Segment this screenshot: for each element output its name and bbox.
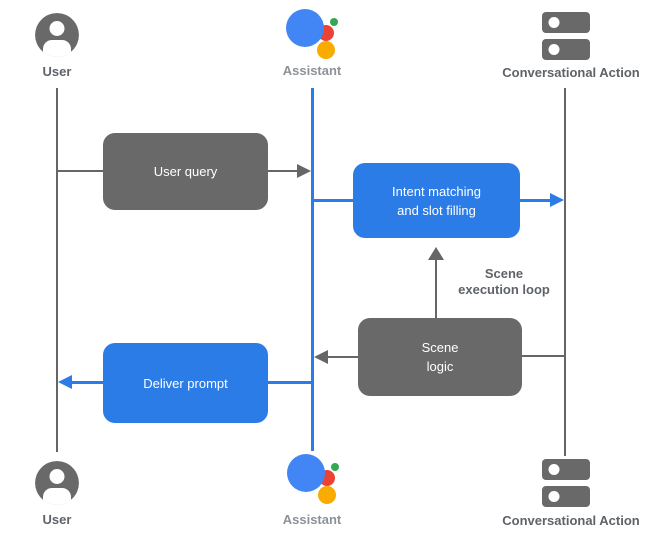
actor-label-assistant-top: Assistant bbox=[282, 63, 342, 78]
connector-user-to-user-query bbox=[57, 170, 103, 172]
deliver-prompt-label: Deliver prompt bbox=[143, 375, 228, 391]
connector-assistant-to-intent bbox=[314, 199, 353, 202]
actor-label-user-bottom: User bbox=[42, 512, 72, 527]
user-query-box: User query bbox=[103, 133, 268, 210]
server-icon bbox=[542, 12, 590, 60]
scene-execution-loop-line1: Scene bbox=[484, 266, 524, 281]
connector-user-query-to-assistant bbox=[268, 170, 299, 172]
intent-matching-label-line2: and slot filling bbox=[397, 202, 476, 218]
arrowhead-up-icon bbox=[428, 247, 444, 260]
connector-intent-to-conversational-action bbox=[520, 199, 552, 202]
arrowhead-left-icon bbox=[314, 350, 328, 364]
actor-label-conversational-action-bottom: Conversational Action bbox=[502, 513, 640, 528]
connector-scene-logic-to-assistant bbox=[328, 356, 358, 358]
actor-label-conversational-action-top: Conversational Action bbox=[502, 65, 640, 80]
scene-execution-loop-label: Scene execution loop bbox=[424, 266, 584, 298]
arrowhead-right-icon bbox=[297, 164, 311, 178]
actor-label-user-top: User bbox=[42, 64, 72, 79]
conversational-action-lifeline bbox=[564, 88, 566, 456]
user-icon bbox=[35, 13, 79, 57]
scene-logic-label-line2: logic bbox=[426, 359, 454, 374]
google-assistant-icon bbox=[286, 9, 338, 59]
user-icon bbox=[35, 461, 79, 505]
scene-execution-loop-line2: execution loop bbox=[458, 282, 550, 297]
connector-scene-logic-to-intent bbox=[435, 259, 437, 318]
assistant-lifeline bbox=[311, 88, 314, 451]
google-assistant-icon bbox=[287, 454, 339, 504]
connector-conversational-action-to-scene-logic bbox=[522, 355, 564, 357]
user-query-label: User query bbox=[153, 164, 218, 179]
arrowhead-right-icon bbox=[550, 193, 564, 207]
arrowhead-left-icon bbox=[58, 375, 72, 389]
connector-deliver-prompt-to-user bbox=[72, 381, 103, 384]
connector-assistant-to-deliver-prompt bbox=[268, 381, 311, 384]
scene-logic-label-line1: Scene bbox=[421, 340, 459, 355]
deliver-prompt-box: Deliver prompt bbox=[103, 343, 268, 423]
intent-matching-box: Intent matching and slot filling bbox=[353, 163, 520, 238]
scene-logic-box: Scene logic bbox=[358, 318, 522, 396]
user-lifeline bbox=[56, 88, 58, 452]
actor-label-assistant-bottom: Assistant bbox=[282, 512, 342, 527]
server-icon bbox=[542, 459, 590, 507]
intent-matching-label-line1: Intent matching bbox=[392, 183, 481, 199]
